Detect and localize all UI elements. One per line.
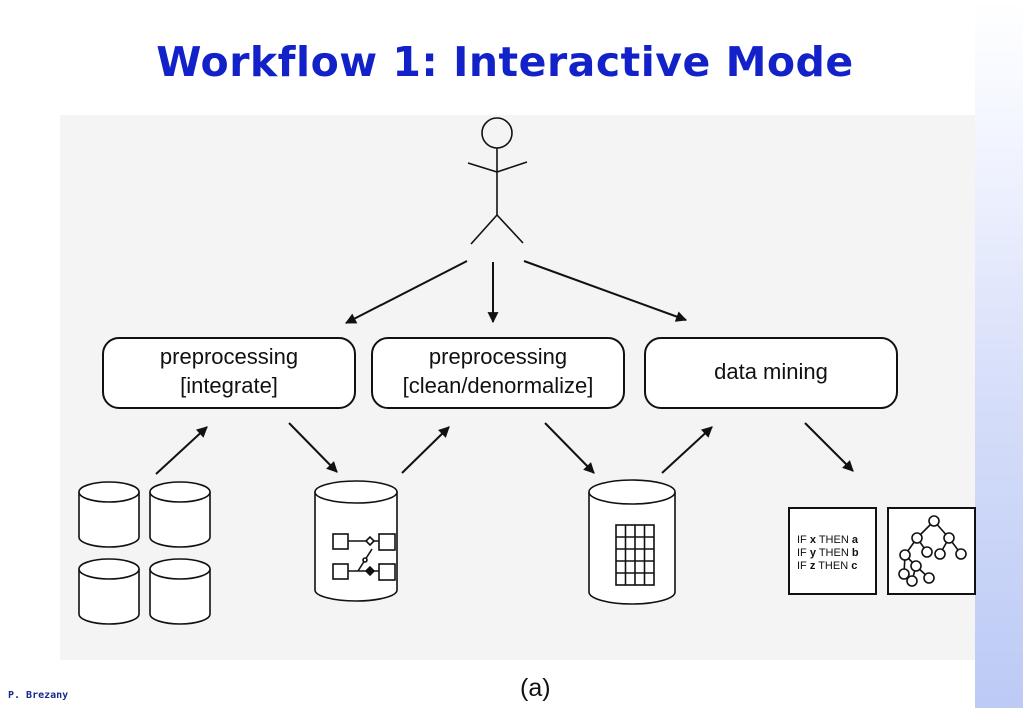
rule-line-1: IF x THEN a	[797, 534, 859, 546]
arrow-user-to-mining	[523, 260, 688, 322]
rule-line-3: IF z THEN c	[797, 560, 857, 572]
side-gradient-strip	[975, 0, 1023, 708]
arrow-mining-to-results	[804, 422, 854, 472]
arrow-integrate-to-schema-db	[288, 422, 338, 473]
database-cylinder-icon	[78, 481, 140, 548]
step-clean-line2: [clean/denormalize]	[403, 373, 594, 398]
database-cylinder-icon	[78, 558, 140, 625]
arrow-table-db-to-mining	[661, 426, 713, 474]
slide-title: Workflow 1: Interactive Mode	[156, 38, 854, 86]
database-cylinder-icon	[149, 558, 211, 625]
arrow-schema-db-to-clean	[401, 426, 450, 474]
step-box-integrate: preprocessing [integrate]	[102, 337, 356, 409]
rules-box: IF x THEN a IF y THEN b IF z THEN c	[788, 507, 877, 595]
step-mining-line1: data mining	[714, 359, 828, 384]
table-database-icon	[588, 479, 676, 605]
database-cylinder-icon	[149, 481, 211, 548]
figure-caption: (a)	[520, 674, 551, 702]
stick-figure-user-icon	[467, 117, 528, 245]
schema-database-icon	[314, 480, 398, 602]
author-credit: P. Brezany	[8, 690, 69, 701]
arrow-clean-to-table-db	[544, 422, 595, 474]
step-integrate-line2: [integrate]	[180, 373, 278, 398]
source-databases	[78, 481, 211, 625]
step-clean-line1: preprocessing	[429, 344, 567, 369]
arrow-user-to-integrate	[345, 260, 468, 324]
step-integrate-line1: preprocessing	[160, 344, 298, 369]
step-box-mining: data mining	[644, 337, 898, 409]
decision-tree-icon	[887, 507, 976, 595]
step-box-clean: preprocessing [clean/denormalize]	[371, 337, 625, 409]
arrow-sources-to-integrate	[155, 426, 208, 475]
rule-line-2: IF y THEN b	[797, 547, 859, 559]
